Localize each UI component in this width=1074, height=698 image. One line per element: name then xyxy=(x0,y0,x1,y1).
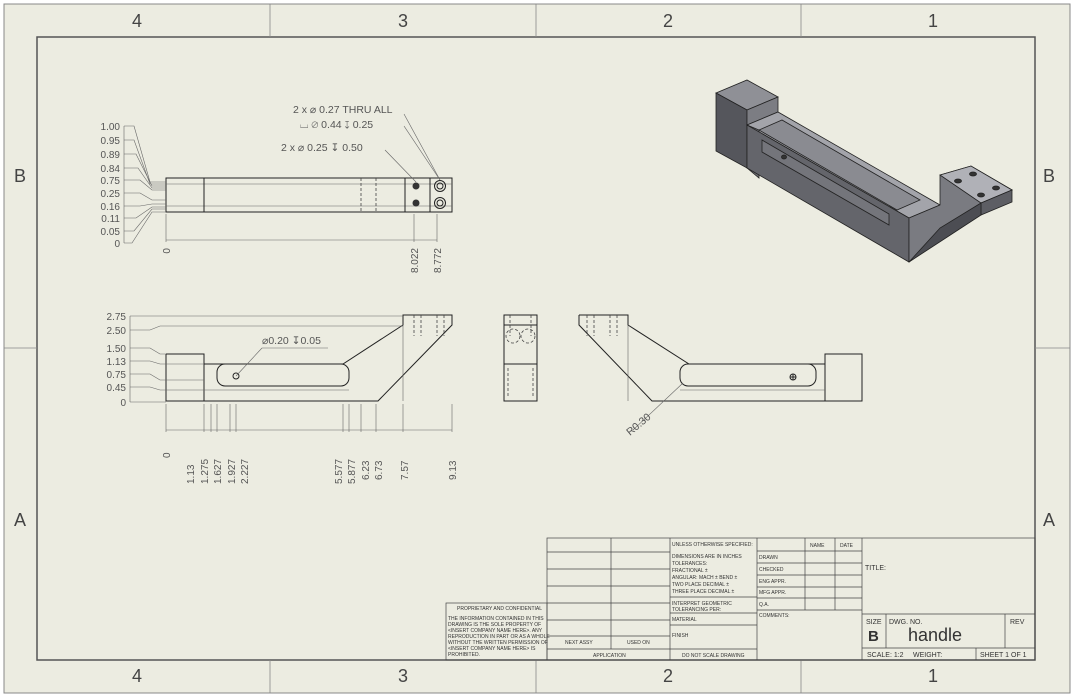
front-hord-0: 0 xyxy=(162,452,173,458)
top-ord-0-95: 0.95 xyxy=(101,136,121,147)
tb-checked: CHECKED xyxy=(759,567,784,573)
zone-label-bottom-2: 2 xyxy=(663,666,673,686)
tb-three-place: THREE PLACE DECIMAL ± xyxy=(672,589,735,595)
front-ord-leaders xyxy=(130,315,453,432)
top-view xyxy=(165,113,453,242)
top-hord-0: 0 xyxy=(162,248,173,254)
zone-label-top-1: 1 xyxy=(928,11,938,31)
front-ord-2-50: 2.50 xyxy=(107,326,127,337)
top-ord-1-00: 1.00 xyxy=(101,122,121,133)
tb-sheet: SHEET 1 OF 1 xyxy=(980,652,1027,659)
zone-label-bottom-1: 1 xyxy=(928,666,938,686)
zone-label-left-a: A xyxy=(14,510,26,530)
hole-callout-cbore: ⌴ ⌀ 0.44 ↧ 0.25 xyxy=(300,119,373,131)
tb-size-label: SIZE xyxy=(866,619,882,626)
front-hord-1-275: 1.275 xyxy=(200,459,211,484)
front-ord-0: 0 xyxy=(120,398,126,409)
top-ord-0-84: 0.84 xyxy=(101,164,121,175)
tb-proprietary-line: <INSERT COMPANY NAME HERE> IS xyxy=(448,646,536,652)
tb-material: MATERIAL xyxy=(672,617,697,623)
tb-proprietary-line: THE INFORMATION CONTAINED IN THIS xyxy=(448,616,544,622)
tb-proprietary-line: <INSERT COMPANY NAME HERE>. ANY xyxy=(448,628,543,634)
side-view xyxy=(503,314,538,402)
hole-callout-blind: 2 x ⌀ 0.25 ↧ 0.50 xyxy=(281,142,363,154)
front-hord-1-627: 1.627 xyxy=(213,459,224,484)
top-ord-0-05: 0.05 xyxy=(101,227,121,238)
top-ord-0-75: 0.75 xyxy=(101,176,121,187)
tb-proprietary-title: PROPRIETARY AND CONFIDENTIAL xyxy=(457,606,542,612)
front-hord-1-13: 1.13 xyxy=(186,464,197,484)
title-block xyxy=(445,537,1036,661)
front-hord-5-877: 5.877 xyxy=(347,459,358,484)
top-hord-8-022: 8.022 xyxy=(410,248,421,273)
right-view xyxy=(578,314,863,431)
tb-weight: WEIGHT: xyxy=(913,652,942,659)
front-hord-9-13: 9.13 xyxy=(448,460,459,480)
isometric-view xyxy=(715,79,1013,263)
front-hole-callout: ⌀0.20 ↧0.05 xyxy=(262,335,321,347)
zone-label-top-3: 3 xyxy=(398,11,408,31)
front-ord-1-13: 1.13 xyxy=(107,357,127,368)
tb-rev-label: REV xyxy=(1010,619,1025,626)
front-ord-2-75: 2.75 xyxy=(107,312,127,323)
front-hord-7-57: 7.57 xyxy=(400,460,411,480)
front-hord-1-927: 1.927 xyxy=(227,459,238,484)
tb-mfg-appr: MFG APPR. xyxy=(759,590,786,596)
tb-unless-specified: UNLESS OTHERWISE SPECIFIED: xyxy=(672,542,753,548)
top-ord-0-25: 0.25 xyxy=(101,189,121,200)
front-hord-6-23: 6.23 xyxy=(361,460,372,480)
tb-title-label: TITLE: xyxy=(865,565,886,572)
tb-tolerancing: TOLERANCING PER: xyxy=(672,607,721,613)
top-ord-0-16: 0.16 xyxy=(101,202,121,213)
tb-comments: COMMENTS: xyxy=(759,613,790,619)
front-ord-1-50: 1.50 xyxy=(107,344,127,355)
top-ord-0-89: 0.89 xyxy=(101,150,121,161)
front-ord-0-75: 0.75 xyxy=(107,370,127,381)
tb-drawn: DRAWN xyxy=(759,555,778,561)
top-ord-0: 0 xyxy=(114,239,120,250)
tb-size: B xyxy=(868,628,879,645)
tb-date-header: DATE xyxy=(840,543,854,549)
tb-proprietary-line: WITHOUT THE WRITTEN PERMISSION OF xyxy=(448,640,548,646)
tb-qa: Q.A. xyxy=(759,602,769,608)
tb-dwg-no: handle xyxy=(908,625,962,645)
tb-do-not-scale: DO NOT SCALE DRAWING xyxy=(682,653,745,659)
zone-label-right-a: A xyxy=(1043,510,1055,530)
zone-label-top-4: 4 xyxy=(132,11,142,31)
front-view xyxy=(129,314,453,402)
front-hord-5-577: 5.577 xyxy=(334,459,345,484)
tb-proprietary-line: DRAWING IS THE SOLE PROPERTY OF xyxy=(448,622,541,628)
tb-two-place: TWO PLACE DECIMAL ± xyxy=(672,582,729,588)
tb-finish: FINISH xyxy=(672,633,689,639)
zone-label-right-b: B xyxy=(1043,166,1055,186)
tb-fractional: FRACTIONAL ± xyxy=(672,568,708,574)
zone-label-bottom-4: 4 xyxy=(132,666,142,686)
tb-used-on: USED ON xyxy=(627,640,650,646)
top-ord-0-11: 0.11 xyxy=(101,214,120,225)
tb-interpret: INTERPRET GEOMETRIC xyxy=(672,601,732,607)
zone-label-left-b: B xyxy=(14,166,26,186)
zone-label-top-2: 2 xyxy=(663,11,673,31)
hole-callout-thru: 2 x ⌀ 0.27 THRU ALL xyxy=(293,104,393,116)
tb-next-assy: NEXT ASSY xyxy=(565,640,593,646)
front-hord-2-227: 2.227 xyxy=(240,459,251,484)
tb-proprietary-line: REPRODUCTION IN PART OR AS A WHOLE xyxy=(448,634,550,640)
tb-name-header: NAME xyxy=(810,543,825,549)
tb-eng-appr: ENG APPR. xyxy=(759,579,786,585)
top-ord-leaders xyxy=(124,125,166,244)
tb-angular: ANGULAR: MACH ± BEND ± xyxy=(672,575,737,581)
zone-label-bottom-3: 3 xyxy=(398,666,408,686)
front-hord-6-73: 6.73 xyxy=(374,460,385,480)
tb-proprietary-line: PROHIBITED. xyxy=(448,652,480,658)
zone-dividers xyxy=(4,4,1070,693)
tb-tolerances: TOLERANCES: xyxy=(672,561,707,567)
front-ord-0-45: 0.45 xyxy=(107,383,127,394)
tb-application: APPLICATION xyxy=(593,653,626,659)
top-hord-8-772: 8.772 xyxy=(433,248,444,273)
tb-dwg-no-label: DWG. NO. xyxy=(889,619,922,626)
tb-scale: SCALE: 1:2 xyxy=(867,652,904,659)
tb-dims-note: DIMENSIONS ARE IN INCHES xyxy=(672,554,742,560)
